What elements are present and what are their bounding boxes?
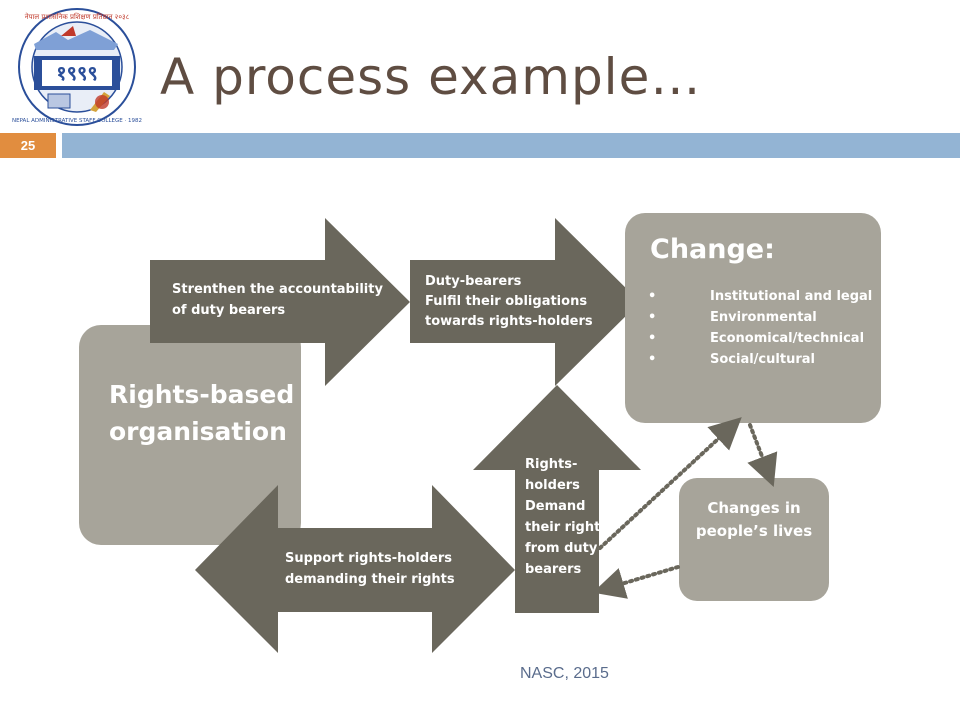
arrow-rights-holders-line2: holders xyxy=(525,478,580,493)
changes-lives-box xyxy=(679,478,829,601)
change-item-4: Social/cultural xyxy=(710,352,815,367)
arrow-duty-bearers-line1: Duty-bearers xyxy=(425,274,522,289)
logo-emblem-text: १९९९ xyxy=(56,61,98,85)
dotted-arrow-to-change xyxy=(598,417,742,550)
change-bullet-3: • xyxy=(648,331,656,346)
arrow-support-line2: demanding their rights xyxy=(285,572,455,587)
arrow-rights-holders-line6: bearers xyxy=(525,562,582,577)
dotted-arrow-change-to-lives xyxy=(747,423,778,487)
organisation-label-line1: Rights-based xyxy=(109,380,294,409)
change-bullet-1: • xyxy=(648,289,656,304)
arrow-rights-holders-line5: from duty- xyxy=(525,541,603,556)
organisation-box xyxy=(79,325,301,545)
footer-citation: NASC, 2015 xyxy=(520,665,609,682)
arrow-rights-holders-line1: Rights- xyxy=(525,457,577,472)
arrow-duty-bearers xyxy=(410,218,640,386)
arrow-duty-bearers-line2: Fulfil their obligations xyxy=(425,294,587,309)
arrow-accountability-line1: Strenthen the accountability xyxy=(172,282,383,297)
change-bullet-4: • xyxy=(648,352,656,367)
arrow-duty-bearers-line3: towards rights-holders xyxy=(425,314,593,329)
change-box xyxy=(625,213,881,423)
arrow-rights-holders-line4: their rights xyxy=(525,520,608,535)
arrow-accountability-line2: of duty bearers xyxy=(172,303,285,318)
arrow-rights-holders xyxy=(473,385,641,613)
change-item-1: Institutional and legal xyxy=(710,289,872,304)
header-bar xyxy=(62,133,960,158)
change-item-3: Economical/technical xyxy=(710,331,864,346)
logo-ring-text-top: नेपाल प्रशासनिक प्रशिक्षण प्रतिष्ठान २०३… xyxy=(25,12,130,21)
arrow-rights-holders-line3: Demand xyxy=(525,499,586,514)
changes-lives-line2: people’s lives xyxy=(696,522,812,540)
change-heading: Change: xyxy=(650,234,775,265)
slide-title: A process example… xyxy=(160,48,702,106)
change-item-2: Environmental xyxy=(710,310,817,325)
nasc-logo: नेपाल प्रशासनिक प्रशिक्षण प्रतिष्ठान २०३… xyxy=(12,8,142,126)
arrow-accountability xyxy=(150,218,410,386)
logo-ring-text-bottom: NEPAL ADMINISTRATIVE STAFF COLLEGE · 198… xyxy=(12,118,142,124)
changes-lives-line1: Changes in xyxy=(707,499,800,517)
slide-number: 25 xyxy=(0,133,56,158)
change-bullet-2: • xyxy=(648,310,656,325)
organisation-label-line2: organisation xyxy=(109,417,287,446)
arrow-support-line1: Support rights-holders xyxy=(285,551,452,566)
arrow-support xyxy=(195,485,515,653)
dotted-arrow-lives-to-rights xyxy=(592,565,680,599)
